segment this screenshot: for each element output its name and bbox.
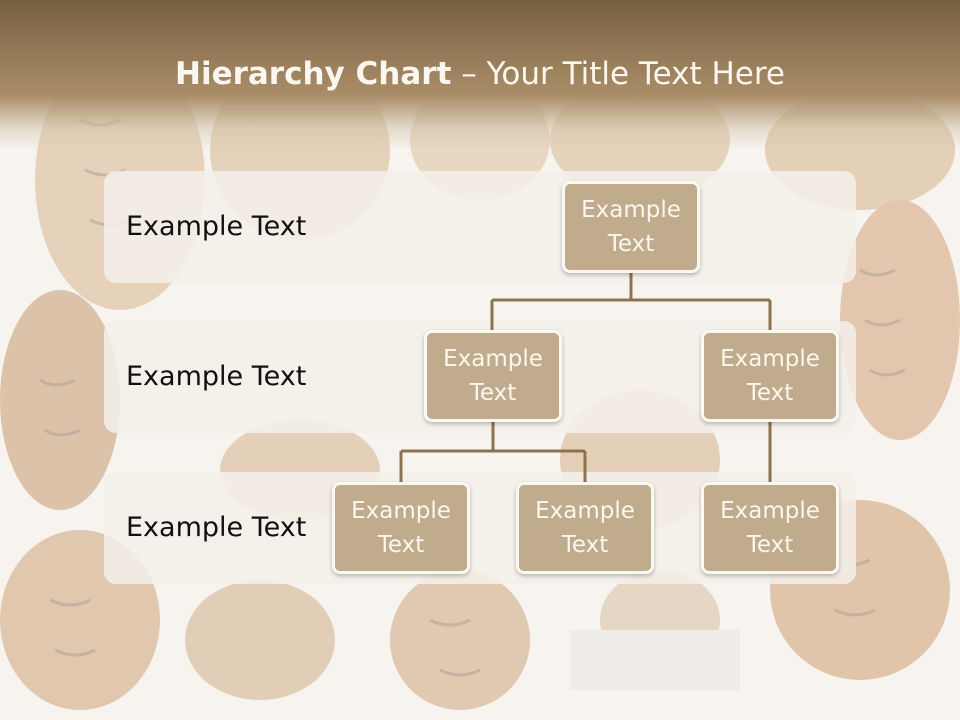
node-level2-right[interactable]: Example Text: [701, 330, 839, 422]
node-level3-c[interactable]: Example Text: [701, 482, 839, 574]
node-level3-b[interactable]: Example Text: [516, 482, 654, 574]
node-root[interactable]: Example Text: [562, 181, 700, 273]
level-band-1: Example Text: [104, 171, 856, 283]
title-rest: – Your Title Text Here: [451, 56, 785, 92]
level-label-1: Example Text: [126, 211, 307, 242]
title-bar: [0, 0, 960, 150]
level-label-3: Example Text: [126, 512, 307, 543]
level-label-2: Example Text: [126, 361, 307, 392]
title-bold: Hierarchy Chart: [175, 56, 452, 92]
slide-title: Hierarchy Chart – Your Title Text Here: [0, 56, 960, 92]
node-level3-a[interactable]: Example Text: [332, 482, 470, 574]
node-level2-left[interactable]: Example Text: [424, 330, 562, 422]
